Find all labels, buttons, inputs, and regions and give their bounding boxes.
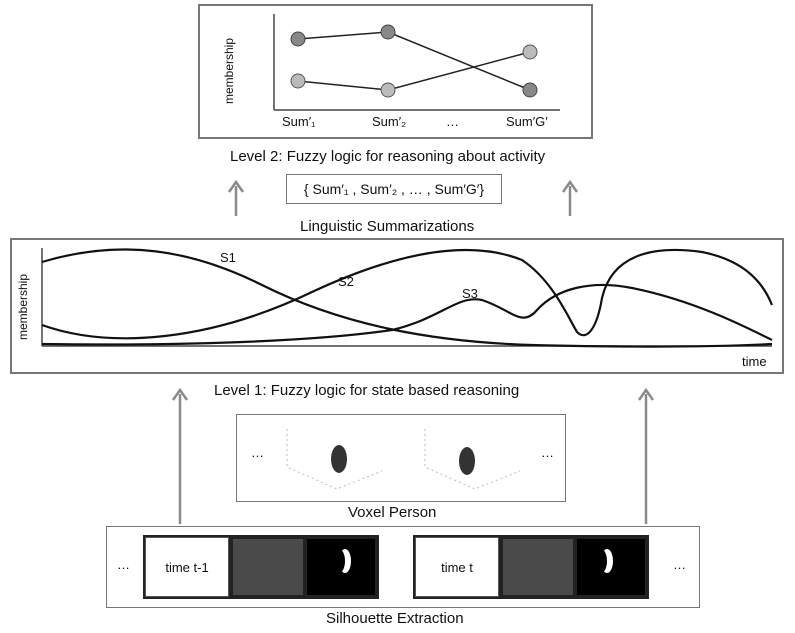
level2-chart [273,14,560,111]
curve-s1 [41,248,773,348]
level1-title: Level 1: Fuzzy logic for state based rea… [214,382,520,399]
level2-tick: Sum′₁ [282,114,316,129]
level2-series-bottom [297,51,531,91]
level1-box: membership S1 S2 S3 time [10,238,784,374]
level2-point [522,82,538,98]
voxel-box: … … [236,414,566,502]
level2-title: Level 2: Fuzzy logic for reasoning about… [230,148,546,165]
silhouette-ellipsis-left: … [117,557,130,572]
silhouette-label: Silhouette Extraction [326,610,464,627]
frame-t: time t [413,535,649,599]
camera-image [233,539,303,595]
voxel-ellipsis-right: … [541,445,554,460]
silhouette-image [577,539,645,595]
voxel-figure [331,445,347,473]
voxel-figure [459,447,475,475]
arrow-up-right [561,179,579,216]
curve-label-s1: S1 [220,250,236,265]
curve-label-s2: S2 [338,274,354,289]
level2-point [290,73,306,89]
voxel-view-2 [424,429,521,490]
curve-s2 [41,248,774,340]
silhouette-image [307,539,375,595]
curve-s3 [41,283,773,346]
level1-chart [41,248,774,348]
level2-point [290,31,306,47]
level2-tick: … [446,114,459,129]
silhouette-ellipsis-right: … [673,557,686,572]
voxel-ellipsis-left: … [251,445,264,460]
arrow-up-left [227,179,245,216]
level2-point [380,24,396,40]
summary-set-text: { Sum′₁ , Sum′₂ , … , Sum′G′} [303,181,485,197]
level2-tick: Sum′₂ [372,114,407,129]
frame-time-label: time t [415,537,499,597]
silhouette-shape [595,549,607,573]
level2-point [380,82,396,98]
summary-set-box: { Sum′₁ , Sum′₂ , … , Sum′G′} [286,174,502,204]
arrow-up-left-long [171,387,189,524]
curve-label-s3: S3 [462,286,478,301]
level1-ylabel: membership [16,273,30,340]
level2-tick: Sum′G′ [506,114,548,129]
level1-xlabel: time [742,354,767,369]
frame-time-label: time t-1 [145,537,229,597]
voxel-label: Voxel Person [348,504,437,521]
silhouette-box: … time t-1 time t … [106,526,700,608]
level2-point [522,44,538,60]
voxel-view-1 [286,429,383,490]
level2-box: membership Sum′₁ Sum′₂ … Sum′G′ [198,4,593,139]
camera-image [503,539,573,595]
arrow-up-right-long [637,387,655,524]
silhouette-shape [333,549,345,573]
level2-ylabel: membership [222,37,236,104]
linguistic-label: Linguistic Summarizations [300,218,475,235]
frame-t-minus-1: time t-1 [143,535,379,599]
